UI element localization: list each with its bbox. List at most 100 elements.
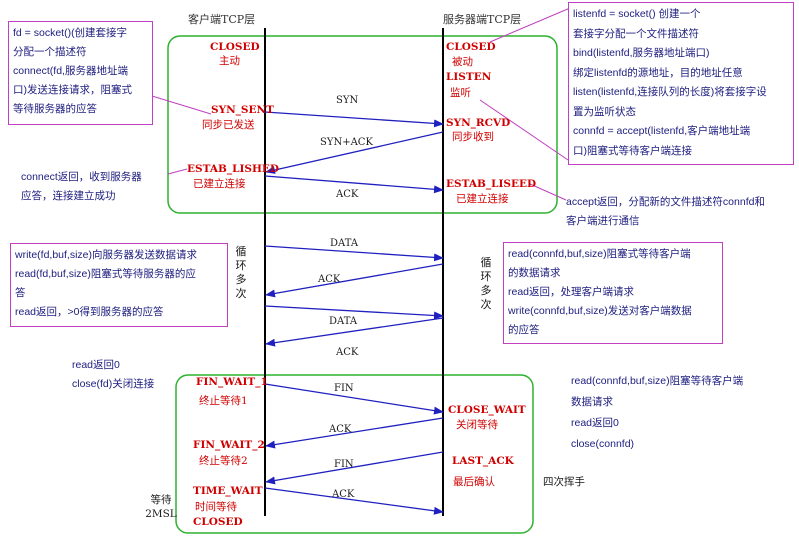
client-state-closed: CLOSED [210, 41, 260, 53]
client-rw-note: write(fd,buf,size)向服务器发送数据请求 read(fd,buf… [10, 243, 228, 327]
client-state-closed-end: CLOSED [193, 516, 243, 528]
four-wave-label: 四次挥手 [543, 476, 585, 488]
server-state-estab-cn: 已建立连接 [456, 193, 509, 205]
arrow-fin-2 [265, 451, 444, 485]
client-loop-label: 循环多次 [235, 245, 247, 300]
client-state-fin-wait-2-cn: 终止等待2 [199, 455, 248, 467]
note-line: listen(listenfd,连接队列的长度)将套接字设 [573, 86, 767, 98]
client-state-time-wait: TIME_WAIT [193, 485, 263, 497]
msg-ack-5-label: ACK [332, 489, 355, 500]
connector-accept-block [479, 99, 569, 161]
server-close-note: read(connfd,buf,size)阻塞等待客户端 数据请求 read返回… [571, 371, 743, 455]
note-line: write(connfd,buf,size)发送对客户端数据 [508, 305, 692, 317]
server-rw-note: read(connfd,buf,size)阻塞式等待客户端 的数据请求 read… [503, 242, 723, 344]
server-state-listen-cn: 监听 [450, 87, 471, 99]
msg-data-1-label: DATA [330, 238, 359, 249]
note-line: connfd = accept(listenfd,客户端地址端 [573, 125, 751, 137]
client-socket-note: fd = socket()(创建套接字 分配一个描述符 connect(fd,服… [8, 21, 153, 125]
client-state-time-wait-cn: 时间等待 [195, 501, 237, 513]
msg-syn-label: SYN [336, 95, 359, 106]
client-state-estab-cn: 已建立连接 [193, 178, 246, 190]
arrow-ack-1 [264, 175, 444, 194]
note-line: connect(fd,服务器地址端 [13, 65, 128, 77]
server-state-syn-rcvd-cn: 同步收到 [452, 131, 494, 143]
note-line: 口)阻塞式等待客户端连接 [573, 144, 692, 157]
msg-ack-2-label: ACK [318, 274, 341, 285]
client-state-fin-wait-2: FIN_WAIT_2 [193, 439, 265, 451]
client-state-fin-wait-1-cn: 终止等待1 [199, 395, 248, 407]
client-state-fin-wait-1: FIN_WAIT_1 [196, 376, 268, 388]
connector-connect-return [167, 168, 188, 175]
client-close-note: read返回0 close(fd)关闭连接 [72, 356, 154, 394]
note-line: listenfd = socket() 创建一个 [573, 8, 701, 20]
msg-fin-1-label: FIN [334, 383, 354, 394]
connector-socket [151, 95, 212, 115]
note-line: 数据请求 [571, 396, 613, 408]
note-line: write(fd,buf,size)向服务器发送数据请求 [15, 249, 198, 261]
msg-fin-2-label: FIN [334, 459, 354, 470]
msg-ack-1-label: ACK [336, 189, 359, 200]
msg-ack-3-label: ACK [336, 347, 359, 358]
note-line: read(connfd,buf,size)阻塞等待客户端 [571, 375, 744, 387]
arrow-ack-3 [265, 317, 444, 347]
arrow-ack-2 [265, 263, 444, 298]
client-state-closed-cn: 主动 [219, 55, 240, 67]
client-layer-title: 客户端TCP层 [188, 13, 256, 26]
server-state-closed-cn: 被动 [452, 56, 473, 68]
client-state-syn-sent-cn: 同步已发送 [202, 119, 255, 131]
note-line: 应答，连接建立成功 [21, 190, 116, 202]
server-loop-label: 循环多次 [480, 256, 492, 311]
note-line: 口)发送连接请求，阻塞式 [13, 84, 132, 96]
arrow-syn-ack [265, 131, 444, 174]
note-line: read返回，>0得到服务器的应答 [15, 306, 164, 318]
note-line: accept返回，分配新的文件描述符connfd和 [566, 196, 765, 208]
teardown-frame [175, 374, 534, 534]
arrow-ack-5 [264, 487, 444, 515]
arrow-syn [264, 111, 444, 128]
note-line: fd = socket()(创建套接字 [13, 27, 128, 39]
note-line: 的应答 [508, 324, 540, 336]
arrow-ack-4 [265, 417, 444, 449]
server-state-listen: LISTEN [446, 71, 492, 83]
wait-2msl-label: 等待2MSL [145, 494, 177, 520]
arrow-fin-1 [264, 383, 444, 415]
note-line: read(connfd,buf,size)阻塞式等待客户端 [508, 248, 691, 260]
note-line: 分配一个描述符 [13, 46, 87, 58]
note-line: close(fd)关闭连接 [72, 378, 155, 390]
server-state-syn-rcvd: SYN_RCVD [446, 117, 511, 129]
connector-listen [489, 7, 571, 43]
note-line: 答 [15, 287, 26, 299]
msg-data-2-label: DATA [329, 316, 358, 327]
server-layer-title: 服务器端TCP层 [443, 13, 522, 26]
note-line: close(connfd) [571, 438, 635, 450]
client-state-estab: ESTAB_LISHED [187, 163, 280, 175]
note-line: connect返回，收到服务器 [21, 171, 142, 183]
note-line: read返回，处理客户端请求 [508, 286, 635, 298]
note-line: 等待服务器的应答 [13, 103, 97, 115]
connector-accept-return [529, 183, 567, 201]
arrow-data-2 [264, 305, 444, 320]
msg-syn-ack-label: SYN+ACK [320, 137, 373, 148]
note-line: read返回0 [571, 417, 619, 429]
server-state-close-wait-cn: 关闭等待 [456, 419, 498, 431]
note-line: read(fd,buf,size)阻塞式等待服务器的应 [15, 268, 196, 280]
note-line: 的数据请求 [508, 267, 561, 279]
note-line: read返回0 [72, 359, 120, 371]
server-state-last-ack: LAST_ACK [452, 455, 514, 467]
server-state-estab: ESTAB_LISEED [446, 178, 537, 190]
note-line: 套接字分配一个文件描述符 [573, 27, 699, 40]
client-connect-return-note: connect返回，收到服务器 应答，连接建立成功 [21, 168, 142, 206]
server-accept-return-note: accept返回，分配新的文件描述符connfd和 客户端进行通信 [566, 193, 765, 231]
server-listen-note: listenfd = socket() 创建一个 套接字分配一个文件描述符 bi… [568, 2, 794, 165]
server-state-closed: CLOSED [446, 41, 496, 53]
arrow-data-1 [264, 245, 444, 262]
server-state-last-ack-cn: 最后确认 [453, 476, 495, 488]
handshake-frame [167, 35, 558, 214]
note-line: 绑定listenfd的源地址，目的地址任意 [573, 66, 743, 79]
note-line: 置为监听状态 [573, 105, 636, 118]
note-line: bind(listenfd,服务器地址端口) [573, 47, 710, 59]
msg-ack-4-label: ACK [329, 424, 352, 435]
client-state-syn-sent: SYN_SENT [211, 104, 274, 116]
